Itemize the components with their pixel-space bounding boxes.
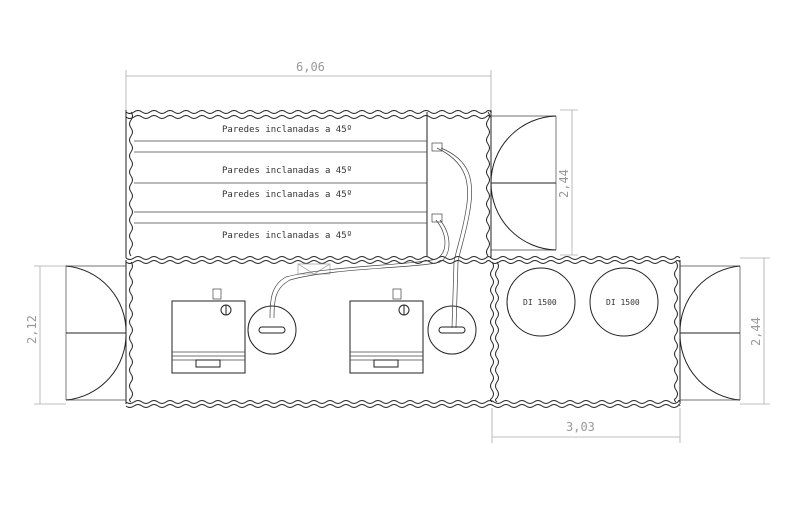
machine-unit-1 xyxy=(171,288,297,374)
upper-top-wall-inner xyxy=(125,115,492,119)
wall-label-1: Paredes inclanadas a 45º xyxy=(222,125,352,135)
dimension-right-lower-label: 2,44 xyxy=(749,317,763,346)
tank-2-label: DI 1500 xyxy=(606,298,640,307)
wall-label-3: Paredes inclanadas a 45º xyxy=(222,190,352,200)
right-end-wall xyxy=(674,261,678,403)
upper-right-wall xyxy=(486,111,490,257)
dimension-left-label: 2,12 xyxy=(25,315,39,344)
left-doors xyxy=(65,265,127,401)
upper-corrugated-walls xyxy=(125,110,492,257)
lower-top-wall xyxy=(125,256,492,260)
middle-divider-wall-2 xyxy=(495,261,499,403)
wall-label-4: Paredes inclanadas a 45º xyxy=(222,231,352,241)
dimension-right-upper: 2,44 xyxy=(557,109,578,256)
lower-corrugated-walls xyxy=(125,256,681,408)
dimension-right-upper-label: 2,44 xyxy=(557,169,571,198)
dimension-bottom-label: 3,03 xyxy=(566,420,595,434)
middle-divider-wall xyxy=(490,261,494,403)
dimension-bottom: 3,03 xyxy=(491,408,681,443)
dimension-left: 2,12 xyxy=(25,265,66,405)
tank-1: DI 1500 xyxy=(506,267,576,337)
pipe-routing xyxy=(269,142,473,329)
vent-symbol xyxy=(297,263,331,275)
right-top-wall-inner xyxy=(490,260,681,264)
wall-label-2: Paredes inclanadas a 45º xyxy=(222,166,352,176)
machine-unit-2 xyxy=(349,288,477,374)
upper-top-wall xyxy=(125,110,492,114)
dimension-top: 6,06 xyxy=(125,60,492,110)
right-doors xyxy=(679,265,741,401)
tank-1-label: DI 1500 xyxy=(523,298,557,307)
dimension-right-lower: 2,44 xyxy=(740,257,770,405)
dimension-top-label: 6,06 xyxy=(296,60,325,74)
lower-left-wall xyxy=(129,261,133,403)
right-top-wall xyxy=(490,256,681,260)
upper-left-wall xyxy=(129,111,133,257)
lower-bottom-wall-outer xyxy=(125,404,681,408)
lower-bottom-wall xyxy=(125,400,681,404)
upper-right-doors xyxy=(490,115,557,251)
tank-2: DI 1500 xyxy=(589,267,659,337)
